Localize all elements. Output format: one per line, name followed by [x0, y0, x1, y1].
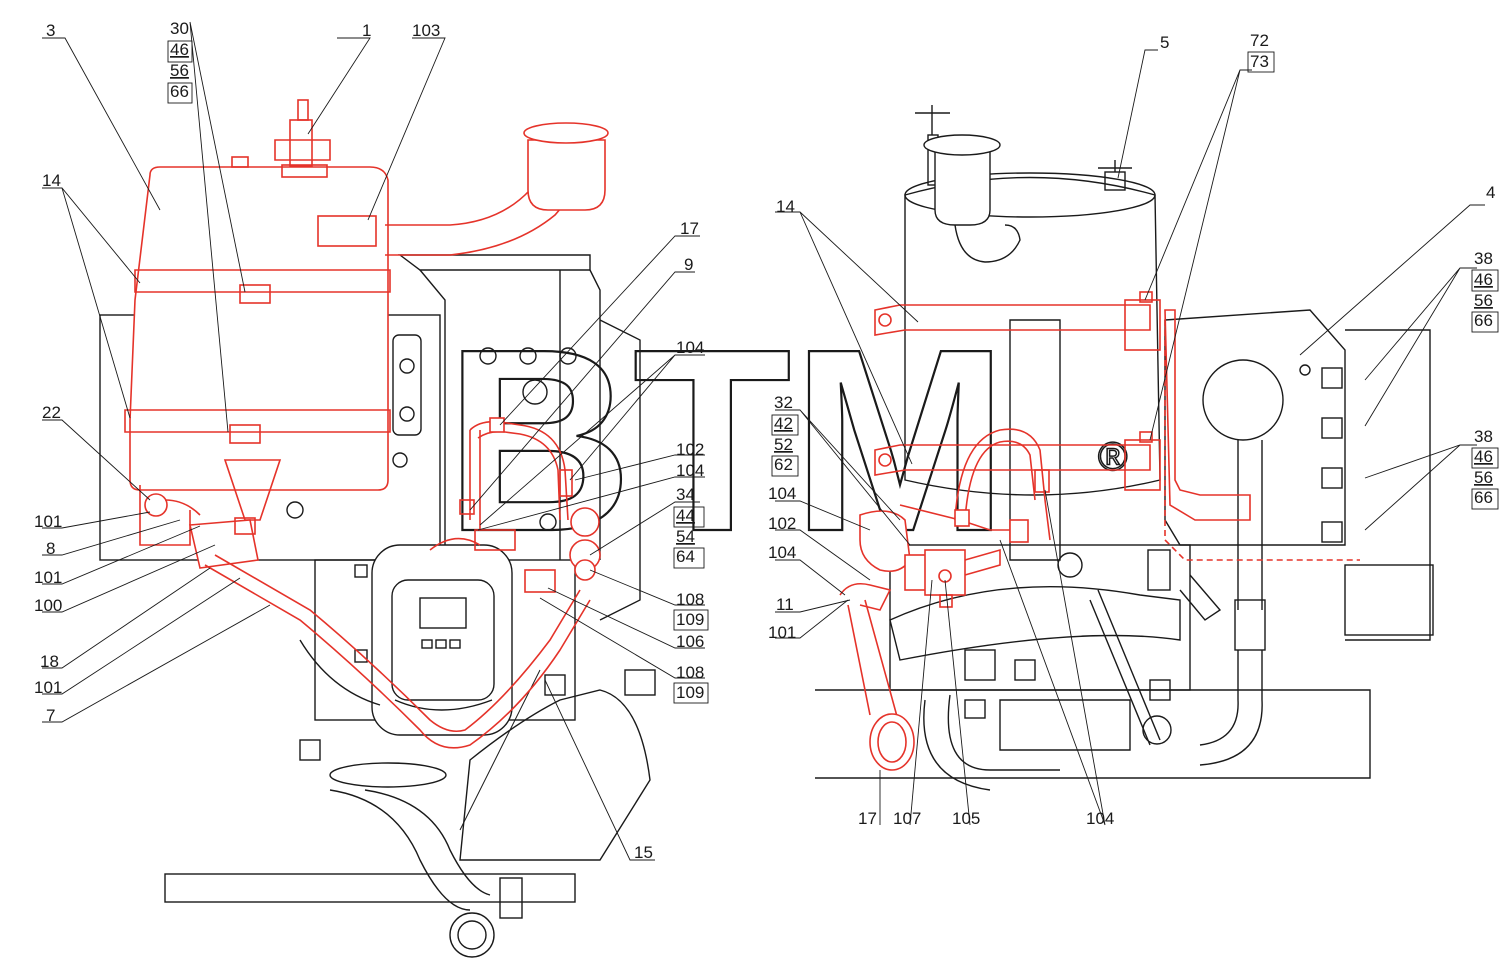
callout-14: 14 — [776, 197, 795, 216]
callout-66: 66 — [170, 82, 189, 101]
callout-46: 46 — [1474, 270, 1493, 289]
callout-102: 102 — [768, 514, 796, 533]
callout-18: 18 — [40, 652, 59, 671]
tank-strap-lower-right — [874, 444, 1151, 476]
callout-107: 107 — [893, 809, 921, 828]
callout-109: 109 — [676, 683, 704, 702]
callout-64: 64 — [676, 547, 695, 566]
callout-101: 101 — [34, 568, 62, 587]
callout-38: 38 — [1474, 249, 1493, 268]
right-leader-lines — [775, 49, 1485, 826]
callout-62: 62 — [774, 455, 793, 474]
callout-72: 72 — [1250, 31, 1269, 50]
callout-66: 66 — [1474, 311, 1493, 330]
callout-100: 100 — [34, 596, 62, 615]
callout-8: 8 — [46, 539, 55, 558]
callout-101: 101 — [34, 678, 62, 697]
callout-46: 46 — [170, 40, 189, 59]
callout-66: 66 — [1474, 488, 1493, 507]
callout-104: 104 — [768, 484, 796, 503]
callout-52: 52 — [774, 435, 793, 454]
right-view-highlighted-parts — [839, 291, 1360, 771]
callout-3: 3 — [46, 21, 55, 40]
callout-56: 56 — [170, 61, 189, 80]
callout-104: 104 — [1086, 809, 1114, 828]
callout-30: 30 — [170, 19, 189, 38]
callout-104: 104 — [768, 543, 796, 562]
callout-14: 14 — [42, 171, 61, 190]
callout-106: 106 — [676, 632, 704, 651]
callout-101: 101 — [768, 623, 796, 642]
callout-44: 44 — [676, 506, 695, 525]
left-view-frame — [99, 254, 656, 958]
callout-105: 105 — [952, 809, 980, 828]
callout-22: 22 — [42, 403, 61, 422]
tank-label-plate — [317, 215, 377, 247]
tank-strap-upper — [134, 269, 391, 293]
callout-38: 38 — [1474, 427, 1493, 446]
callout-34: 34 — [676, 485, 695, 504]
watermark-registered-mark: ® — [1098, 435, 1127, 479]
tank-strap-lower — [124, 409, 391, 433]
callout-42: 42 — [774, 414, 793, 433]
callout-108: 108 — [676, 663, 704, 682]
callout-73: 73 — [1250, 52, 1269, 71]
callout-46: 46 — [1474, 447, 1493, 466]
callout-56: 56 — [1474, 291, 1493, 310]
callout-11: 11 — [776, 595, 794, 614]
left-view-highlighted-parts — [124, 99, 609, 749]
callout-15: 15 — [634, 843, 653, 862]
callout-7: 7 — [46, 706, 55, 725]
callout-1: 1 — [362, 21, 371, 40]
callout-17: 17 — [680, 219, 699, 238]
callout-32: 32 — [774, 393, 793, 412]
callout-5: 5 — [1160, 33, 1169, 52]
callout-9: 9 — [684, 255, 693, 274]
callout-54: 54 — [676, 527, 695, 546]
right-callouts: 5 72 73 14 4 38 46 56 66 38 46 56 66 32 … — [768, 31, 1499, 828]
callout-108: 108 — [676, 590, 704, 609]
callout-101: 101 — [34, 512, 62, 531]
callout-17: 17 — [858, 809, 877, 828]
callout-4: 4 — [1486, 183, 1495, 202]
callout-102: 102 — [676, 440, 704, 459]
callout-103: 103 — [412, 21, 440, 40]
left-leader-lines — [42, 21, 705, 861]
callout-104: 104 — [676, 461, 704, 480]
callout-109: 109 — [676, 610, 704, 629]
right-view-frame — [815, 105, 1434, 791]
left-callouts: 3 30 46 56 66 1 103 14 22 101 8 101 100 … — [34, 19, 709, 862]
callout-104: 104 — [676, 338, 704, 357]
callout-56: 56 — [1474, 468, 1493, 487]
